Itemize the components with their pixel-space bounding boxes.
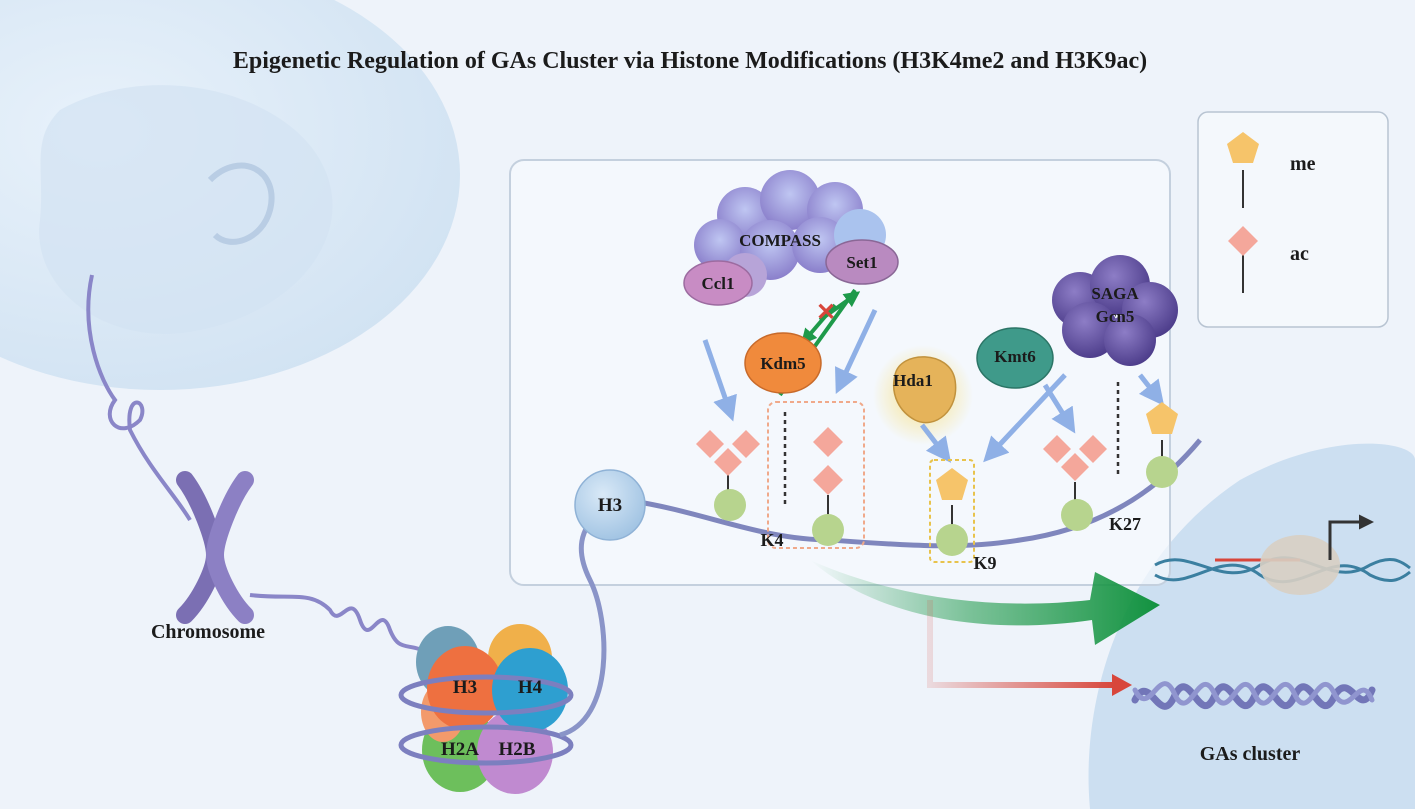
saga-to-k9-arrow xyxy=(983,373,1067,463)
hda1-to-k9-arrow xyxy=(920,423,952,463)
set1-protein xyxy=(825,239,899,285)
h3-label: H3 xyxy=(453,677,477,698)
transcription-start-arrow xyxy=(1328,514,1374,560)
acetyl-mark xyxy=(1079,435,1107,463)
dna-wrap-top xyxy=(398,674,574,716)
kdm5-to-set1-arrow xyxy=(818,291,861,322)
transcription-complex xyxy=(1154,514,1411,595)
hda1-protein xyxy=(893,356,957,424)
nucleosome: H3 H4 H2A H2B xyxy=(398,624,574,794)
k4-me2-site xyxy=(812,427,844,546)
legend-acetyl-icon xyxy=(1228,226,1258,256)
h3k9ac-highlight-box xyxy=(929,459,975,563)
acetyl-mark xyxy=(714,448,742,476)
h4-label: H4 xyxy=(518,677,543,698)
legend-me-item: me xyxy=(1227,132,1316,208)
h3-tail xyxy=(624,438,1202,549)
ccl1-protein xyxy=(683,260,753,306)
h2b-label: H2B xyxy=(499,739,536,760)
cell-right xyxy=(1088,443,1415,809)
polymerase-icon xyxy=(1260,535,1340,595)
lysine-residue xyxy=(1061,499,1093,531)
lysine-residue xyxy=(936,524,968,556)
activation-arrow xyxy=(810,560,1160,645)
legend-ac-item: ac xyxy=(1228,226,1309,293)
repression-arrow xyxy=(927,600,1115,688)
gas-cluster-icon xyxy=(1131,681,1376,710)
organelle-left xyxy=(207,162,275,245)
gas-cluster-label: GAs cluster xyxy=(1200,743,1301,765)
h3-tail-linker xyxy=(559,508,607,738)
methyl-mark xyxy=(1146,402,1178,434)
set1-to-k4-arrow xyxy=(835,308,878,395)
h3-tail-label: H3 xyxy=(598,495,622,516)
acetyl-mark xyxy=(813,465,843,495)
kmt6-to-k27-arrow xyxy=(1042,383,1076,434)
acetyl-mark xyxy=(696,430,724,458)
lysine-residue xyxy=(812,514,844,546)
chromosome-icon xyxy=(176,471,254,624)
legend-box xyxy=(1197,111,1389,328)
h2a-label: H2A xyxy=(441,739,479,760)
legend-me-label: me xyxy=(1290,153,1316,175)
acetyl-mark xyxy=(1061,453,1089,481)
hda1-label: Hda1 xyxy=(893,371,933,390)
k9-label: K9 xyxy=(973,553,996,573)
methyl-mark xyxy=(936,468,968,500)
compass-label: COMPASS xyxy=(739,231,821,250)
kdm5-protein xyxy=(744,332,822,394)
ccl1-label: Ccl1 xyxy=(701,274,734,293)
saga-label: SAGA xyxy=(1091,284,1139,303)
k27-label: K27 xyxy=(1109,514,1141,534)
ccl1-to-k4-arrow xyxy=(702,339,737,422)
set1-label: Set1 xyxy=(846,253,877,272)
acetyl-mark xyxy=(813,427,843,457)
lysine-residue xyxy=(1146,456,1178,488)
saga-gcn5-complex xyxy=(1052,255,1178,366)
saga-to-k27-arrow xyxy=(1138,373,1165,406)
title: Epigenetic Regulation of GAs Cluster via… xyxy=(233,48,1147,74)
acetyl-mark xyxy=(732,430,760,458)
k9-site xyxy=(936,468,968,556)
lysine-residue xyxy=(714,489,746,521)
block-mark-icon: ✕ xyxy=(816,299,836,326)
dna-coil xyxy=(249,593,432,657)
repression-arrowhead xyxy=(1112,674,1132,696)
k4-label: K4 xyxy=(760,530,783,550)
chromosome-label: Chromosome xyxy=(151,621,265,643)
chromatin-fiber xyxy=(86,274,192,522)
h3-tail-head xyxy=(574,469,646,541)
gcn5-label: Gcn5 xyxy=(1096,307,1135,326)
h3k4me2-highlight-box xyxy=(767,401,865,549)
k27-site xyxy=(1043,435,1107,531)
nucleus-left xyxy=(39,85,333,334)
acetyl-mark xyxy=(1043,435,1071,463)
legend-methyl-icon xyxy=(1227,132,1259,163)
kmt6-protein xyxy=(976,327,1054,389)
kdm5-label: Kdm5 xyxy=(760,354,805,373)
legend-ac-label: ac xyxy=(1290,243,1309,265)
dna-wrap-bottom xyxy=(398,724,574,766)
kmt6-label: Kmt6 xyxy=(994,347,1036,366)
k-extra-site xyxy=(1146,402,1178,488)
k4-site xyxy=(696,430,760,521)
